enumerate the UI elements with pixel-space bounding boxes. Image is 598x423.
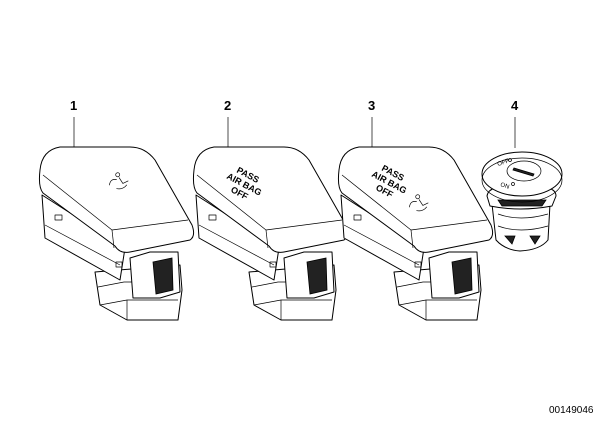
callout-number-1: 1 [70,98,77,113]
clip-slot [115,261,123,268]
connector-pins [152,257,174,295]
switch-cap [337,146,494,253]
clip-slot [269,261,277,268]
switch-3: PASS AIR BAG OFF [337,146,494,321]
callout-number-4: 4 [511,98,519,113]
callout-2: 2 [224,98,231,148]
callout-1: 1 [70,98,77,148]
lock-label-on: ON [499,182,509,190]
clip-slot [414,261,422,268]
connector-pins [306,257,328,295]
lock-face [481,151,563,197]
key-slot [512,167,535,177]
key-lock-cylinder: OFF ON [481,151,563,252]
clip-slot [353,214,362,221]
key-slot-ring [506,160,542,182]
connector-pins [451,257,473,295]
switch-1 [38,146,195,321]
switch-cap [38,146,195,253]
clip-slot [54,214,63,221]
callout-number-3: 3 [368,98,375,113]
seat-occupant-icon [409,194,429,212]
callout-number-2: 2 [224,98,231,113]
seat-occupant-icon [109,172,129,190]
clip-slot [208,214,217,221]
callout-3: 3 [368,98,375,148]
switch-2: PASS AIR BAG OFF [192,146,349,321]
lock-label-off: OFF [497,158,511,168]
callout-4: 4 [511,98,519,148]
part-number: 00149046 [549,405,594,416]
